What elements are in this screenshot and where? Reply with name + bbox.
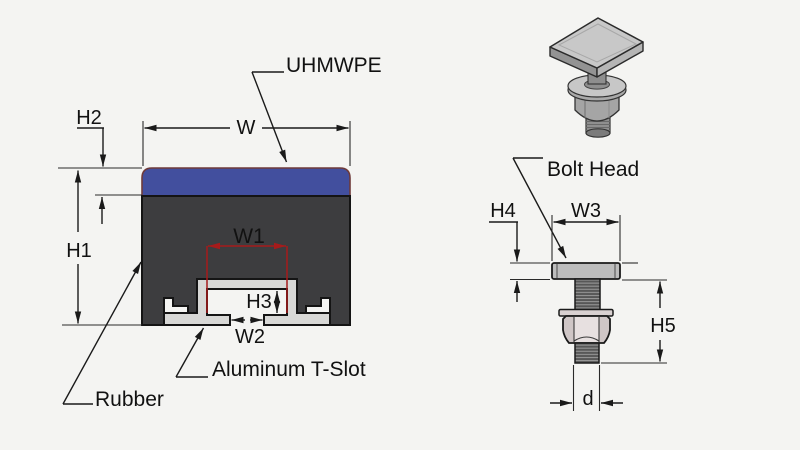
dim-label-d: d [582, 388, 593, 410]
rubber-leader-line [62, 261, 142, 405]
bolt-head-leader-line [512, 157, 567, 259]
t-slot-leader-line [175, 327, 205, 378]
label-bolt-head-group: Bolt Head [512, 157, 639, 259]
label-rubber: Rubber [95, 388, 164, 411]
aluminum-t-slot-profile [163, 278, 331, 326]
dim-h4: H4 [489, 200, 638, 302]
bolt-2d-view: Bolt Head W3 H4 H5 [489, 157, 676, 411]
dim-label-h4: H4 [490, 200, 516, 222]
stud-3d [585, 117, 611, 138]
label-uhmwpe-group: UHMWPE [251, 54, 382, 163]
label-rubber-group: Rubber [62, 261, 164, 411]
dim-label-h2: H2 [76, 107, 102, 129]
bolt-3d-view [549, 17, 644, 138]
bolt-head-2d [551, 262, 621, 280]
dim-label-w1: W1 [233, 225, 265, 248]
dim-label-h5: H5 [650, 315, 676, 337]
dim-h3: H3 [246, 290, 281, 314]
dim-label-w3: W3 [571, 200, 601, 222]
dim-label-h1: H1 [66, 240, 92, 262]
uhmwpe-cap [141, 167, 351, 197]
washer-2d [558, 308, 614, 317]
nut-2d [562, 315, 611, 344]
dim-h2: H2 [58, 107, 142, 224]
label-aluminum-t-slot: Aluminum T-Slot [212, 358, 366, 381]
dim-w: W [142, 117, 351, 166]
dim-label-w: W [237, 117, 256, 139]
bolt-head-3d [549, 17, 644, 78]
label-t-slot-group: Aluminum T-Slot [175, 327, 366, 381]
bolt-shaft-2d [574, 278, 601, 311]
dim-w1 [206, 242, 288, 313]
nut-3d [574, 95, 620, 122]
dim-h1: H1 [62, 170, 142, 326]
washer-3d [567, 74, 627, 102]
dim-w2: W2 [231, 316, 265, 348]
dim-label-w2: W2 [235, 326, 265, 348]
dim-d: d [550, 365, 623, 411]
stud-2d [574, 342, 600, 364]
dim-w3: W3 [551, 200, 621, 261]
dim-h5: H5 [601, 279, 676, 364]
dim-label-h3: H3 [246, 291, 272, 313]
bumper-cross-section: W H2 H1 W1 H3 [58, 54, 382, 411]
label-uhmwpe: UHMWPE [286, 54, 382, 77]
label-bolt-head: Bolt Head [547, 158, 639, 181]
uhmwpe-leader-line [251, 71, 288, 163]
